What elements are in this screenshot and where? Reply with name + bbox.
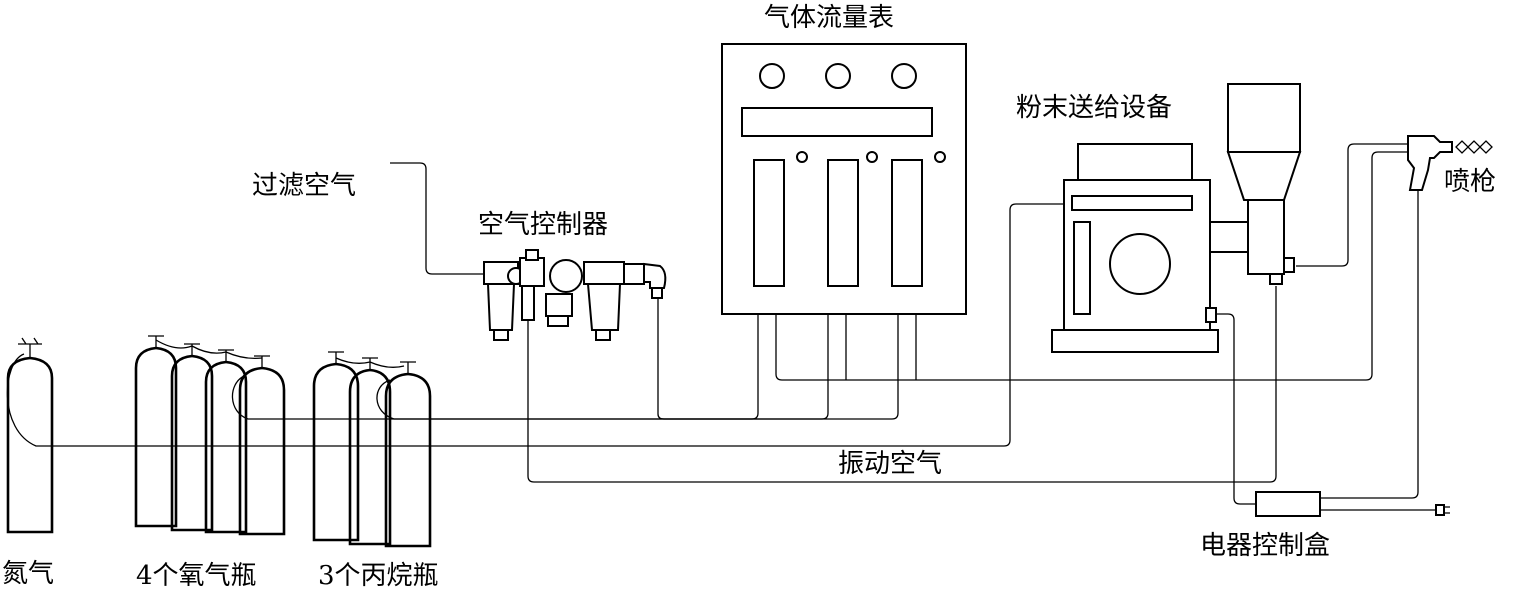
gun-trigger-cable (1320, 190, 1419, 499)
flame-icon (1455, 140, 1493, 154)
air-to-flowmeter-hose (657, 298, 759, 420)
oxygen-cylinders (134, 335, 286, 536)
nitrogen-cylinder (6, 337, 54, 534)
gas-cylinder-icon (348, 357, 392, 546)
vibration-air-label: 振动空气 (838, 449, 942, 479)
flowmeter-gauge-icon (891, 63, 917, 89)
propane-cylinders (312, 351, 432, 548)
flowmeter-output-hose-1 (775, 151, 1408, 381)
air-controller-label: 空气控制器 (478, 210, 608, 240)
powder-hose (1296, 143, 1408, 267)
filtered-air-label: 过滤空气 (252, 171, 356, 201)
powder-feeder-unit (1051, 83, 1302, 353)
electrical-control-box (1255, 491, 1450, 517)
vibration-air-hose (527, 286, 1277, 483)
flowmeter-gauge-icon (825, 63, 851, 89)
spray-gun-label: 喷枪 (1444, 167, 1496, 197)
oxygen-cylinders-label: 4个氧气瓶 (136, 561, 257, 590)
spray-gun-icon (1407, 135, 1493, 191)
propane-hose (376, 314, 899, 420)
flowmeter-gauge-icon (759, 63, 785, 89)
gas-flowmeter-label: 气体流量表 (764, 3, 894, 33)
air-controller-unit (483, 249, 667, 341)
electrical-control-box-label: 电器控制盒 (1200, 531, 1330, 561)
gas-cylinder-icon (134, 335, 178, 528)
powder-feeder-label: 粉末送给设备 (1016, 93, 1172, 123)
nitrogen-label: 氮气 (2, 559, 54, 589)
powder-hopper-icon (1226, 83, 1302, 285)
propane-cylinders-label: 3个丙烷瓶 (318, 561, 439, 590)
oxygen-hose (231, 314, 829, 420)
gas-flowmeter-panel (721, 43, 967, 315)
plug-icon (1435, 504, 1450, 516)
air-filter-icon (583, 261, 625, 341)
filtered-air-hose (390, 162, 484, 275)
motor-cable (1216, 313, 1256, 505)
gas-cylinder-icon (384, 361, 432, 548)
